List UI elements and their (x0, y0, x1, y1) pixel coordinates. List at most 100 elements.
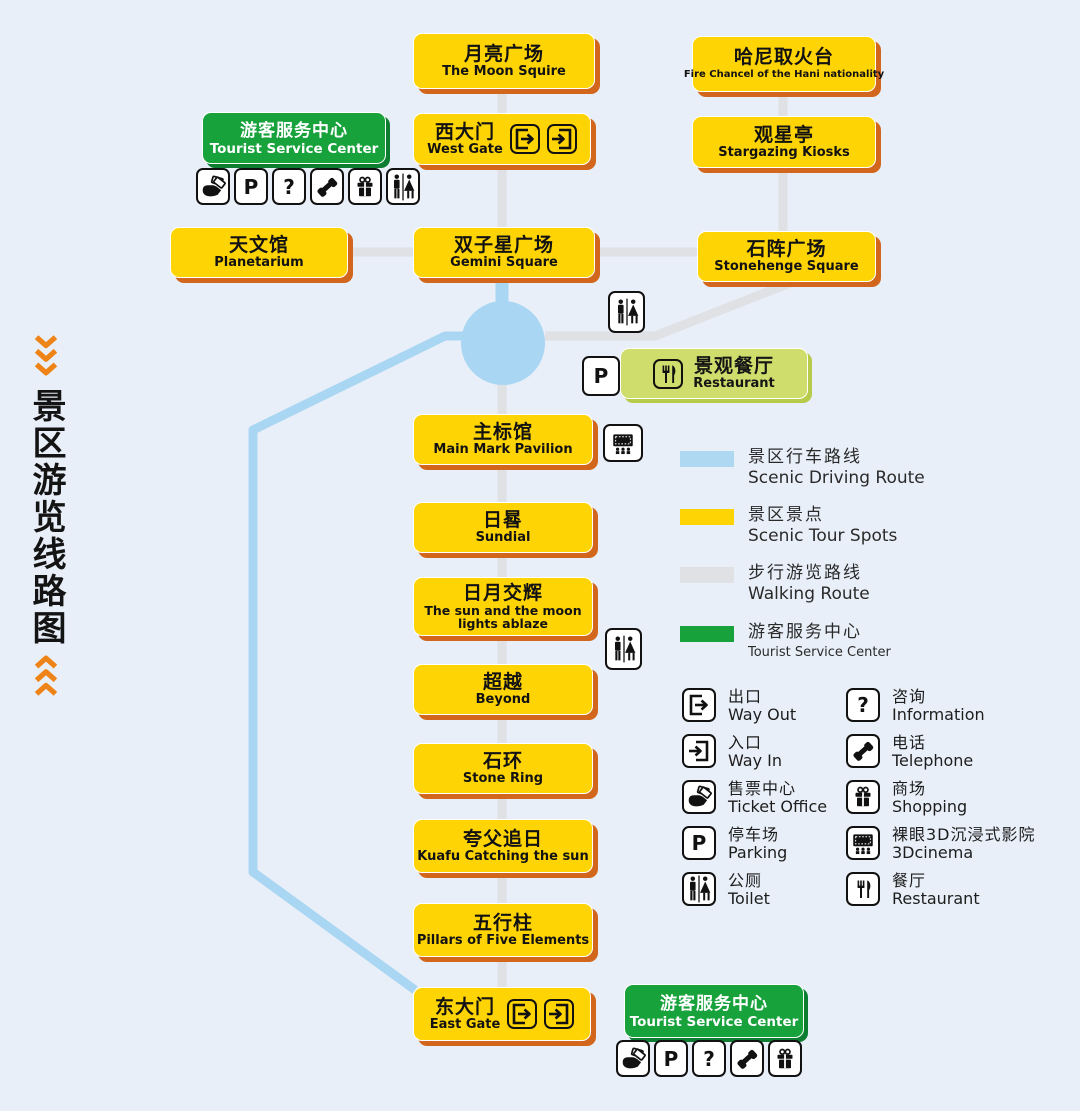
svg-text:P: P (594, 364, 609, 388)
gift-icon (348, 168, 382, 205)
node-en: Restaurant (693, 376, 775, 391)
node-sundial: 日晷 Sundial (413, 502, 593, 553)
node-en: West Gate (427, 141, 503, 157)
legend-walking-route: 步行游览路线 Walking Route (680, 562, 870, 604)
node-tourist-service-center-top: 游客服务中心 Tourist Service Center (202, 112, 386, 164)
toilet-icon (608, 291, 645, 333)
node-zh: 石环 (482, 750, 523, 772)
node-en: Stonehenge Square (714, 259, 859, 274)
node-zh: 游客服务中心 (660, 993, 768, 1014)
phone-icon (310, 168, 344, 205)
cinema-3d-icon (603, 424, 643, 462)
ticket-icon (616, 1040, 650, 1077)
node-en: East Gate (429, 1016, 501, 1032)
page-title-block: 景区游览线路图 (22, 334, 70, 701)
node-zh: 石阵广场 (746, 238, 827, 260)
legend-zh: 出口 (728, 687, 763, 706)
legend-zh: 电话 (892, 733, 927, 752)
node-en: Main Mark Pavilion (433, 442, 573, 457)
service-center-swatch (680, 626, 734, 642)
way-out-icon (509, 124, 540, 154)
legend-en: Way In (728, 751, 783, 770)
legend-en: 3Dcinema (892, 843, 974, 862)
node-zh: 五行柱 (472, 911, 533, 934)
central-plaza-circle (461, 301, 545, 385)
legend-zh: 游客服务中心 (748, 622, 862, 642)
node-en: Stone Ring (462, 771, 544, 786)
legend-en: Toilet (728, 889, 770, 908)
node-zh: 月亮广场 (463, 42, 544, 65)
legend-zh: 商场 (892, 779, 927, 798)
node-en: The sun and the moon lights ablaze (424, 603, 582, 631)
node-planetarium: 天文馆 Planetarium (170, 227, 348, 278)
node-en: Fire Chancel of the Hani nationality (683, 68, 885, 80)
toilet-icon (605, 628, 642, 670)
node-zh: 哈尼取火台 (733, 45, 834, 68)
page-title: 景区游览线路图 (26, 388, 66, 647)
node-zh: 夸父追日 (462, 827, 543, 850)
node-zh: 主标馆 (472, 421, 533, 443)
gift-icon (768, 1040, 802, 1077)
legend-en: Walking Route (748, 584, 870, 604)
parking-icon: P (682, 826, 716, 860)
node-zh: 景观餐厅 (693, 355, 774, 377)
legend-en: Telephone (892, 751, 974, 770)
node-main-mark-pavilion: 主标馆 Main Mark Pavilion (413, 414, 593, 465)
legend-en: Tourist Service Center (748, 645, 891, 660)
node-pillars-five-elements: 五行柱 Pillars of Five Elements (413, 903, 593, 957)
legend-tour-spots: 景区景点 Scenic Tour Spots (680, 504, 897, 546)
question-icon: ? (692, 1040, 726, 1077)
node-en: Kuafu Catching the sun (417, 848, 589, 864)
node-en: Pillars of Five Elements (416, 932, 590, 948)
legend-driving-route: 景区行车路线 Scenic Driving Route (680, 446, 925, 488)
legend-zh: 步行游览路线 (748, 563, 862, 583)
svg-text:?: ? (857, 693, 869, 717)
restaurant-icon (846, 872, 880, 906)
node-zh: 超越 (482, 671, 523, 693)
node-kuafu-catching-sun: 夸父追日 Kuafu Catching the sun (413, 819, 593, 873)
legend-en: Restaurant (892, 889, 980, 908)
node-en: Tourist Service Center (209, 140, 379, 157)
legend-zh: 咨询 (892, 687, 927, 706)
legend-zh: 停车场 (728, 825, 780, 844)
legend-service-center: 游客服务中心 Tourist Service Center (680, 621, 891, 663)
node-stargazing-kiosks: 观星亭 Stargazing Kiosks (692, 116, 876, 168)
way-out-icon (682, 688, 716, 722)
node-zh: 双子星广场 (453, 234, 554, 256)
node-en: Gemini Square (450, 255, 558, 270)
toilet-icon (682, 872, 716, 906)
ticket-office-icon (682, 780, 716, 814)
legend-en: Parking (728, 843, 788, 862)
node-stone-ring: 石环 Stone Ring (413, 743, 593, 794)
svg-text:?: ? (283, 175, 295, 199)
shopping-icon (846, 780, 880, 814)
node-en: Planetarium (214, 255, 304, 270)
node-restaurant: 景观餐厅 Restaurant (620, 348, 808, 399)
chevrons-up-icon (33, 655, 59, 701)
node-beyond: 超越 Beyond (413, 664, 593, 715)
node-hani-fire-chancel: 哈尼取火台 Fire Chancel of the Hani nationali… (684, 36, 884, 92)
chevrons-down-icon (33, 334, 59, 380)
legend-zh: 景区景点 (748, 505, 824, 525)
parking-icon: P (582, 356, 620, 396)
cinema-3d-icon (846, 826, 880, 860)
legend-en: Way Out (728, 705, 797, 724)
way-in-icon (546, 124, 577, 154)
phone-icon (730, 1040, 764, 1077)
parking-icon: P (234, 168, 268, 205)
node-zh: 游客服务中心 (240, 120, 348, 141)
legend-en: Ticket Office (728, 797, 828, 816)
svg-text:P: P (692, 831, 707, 855)
walking-route-swatch (680, 567, 734, 583)
legend-zh: 公厕 (728, 871, 763, 890)
legend-zh: 入口 (728, 733, 763, 752)
way-in-icon (682, 734, 716, 768)
